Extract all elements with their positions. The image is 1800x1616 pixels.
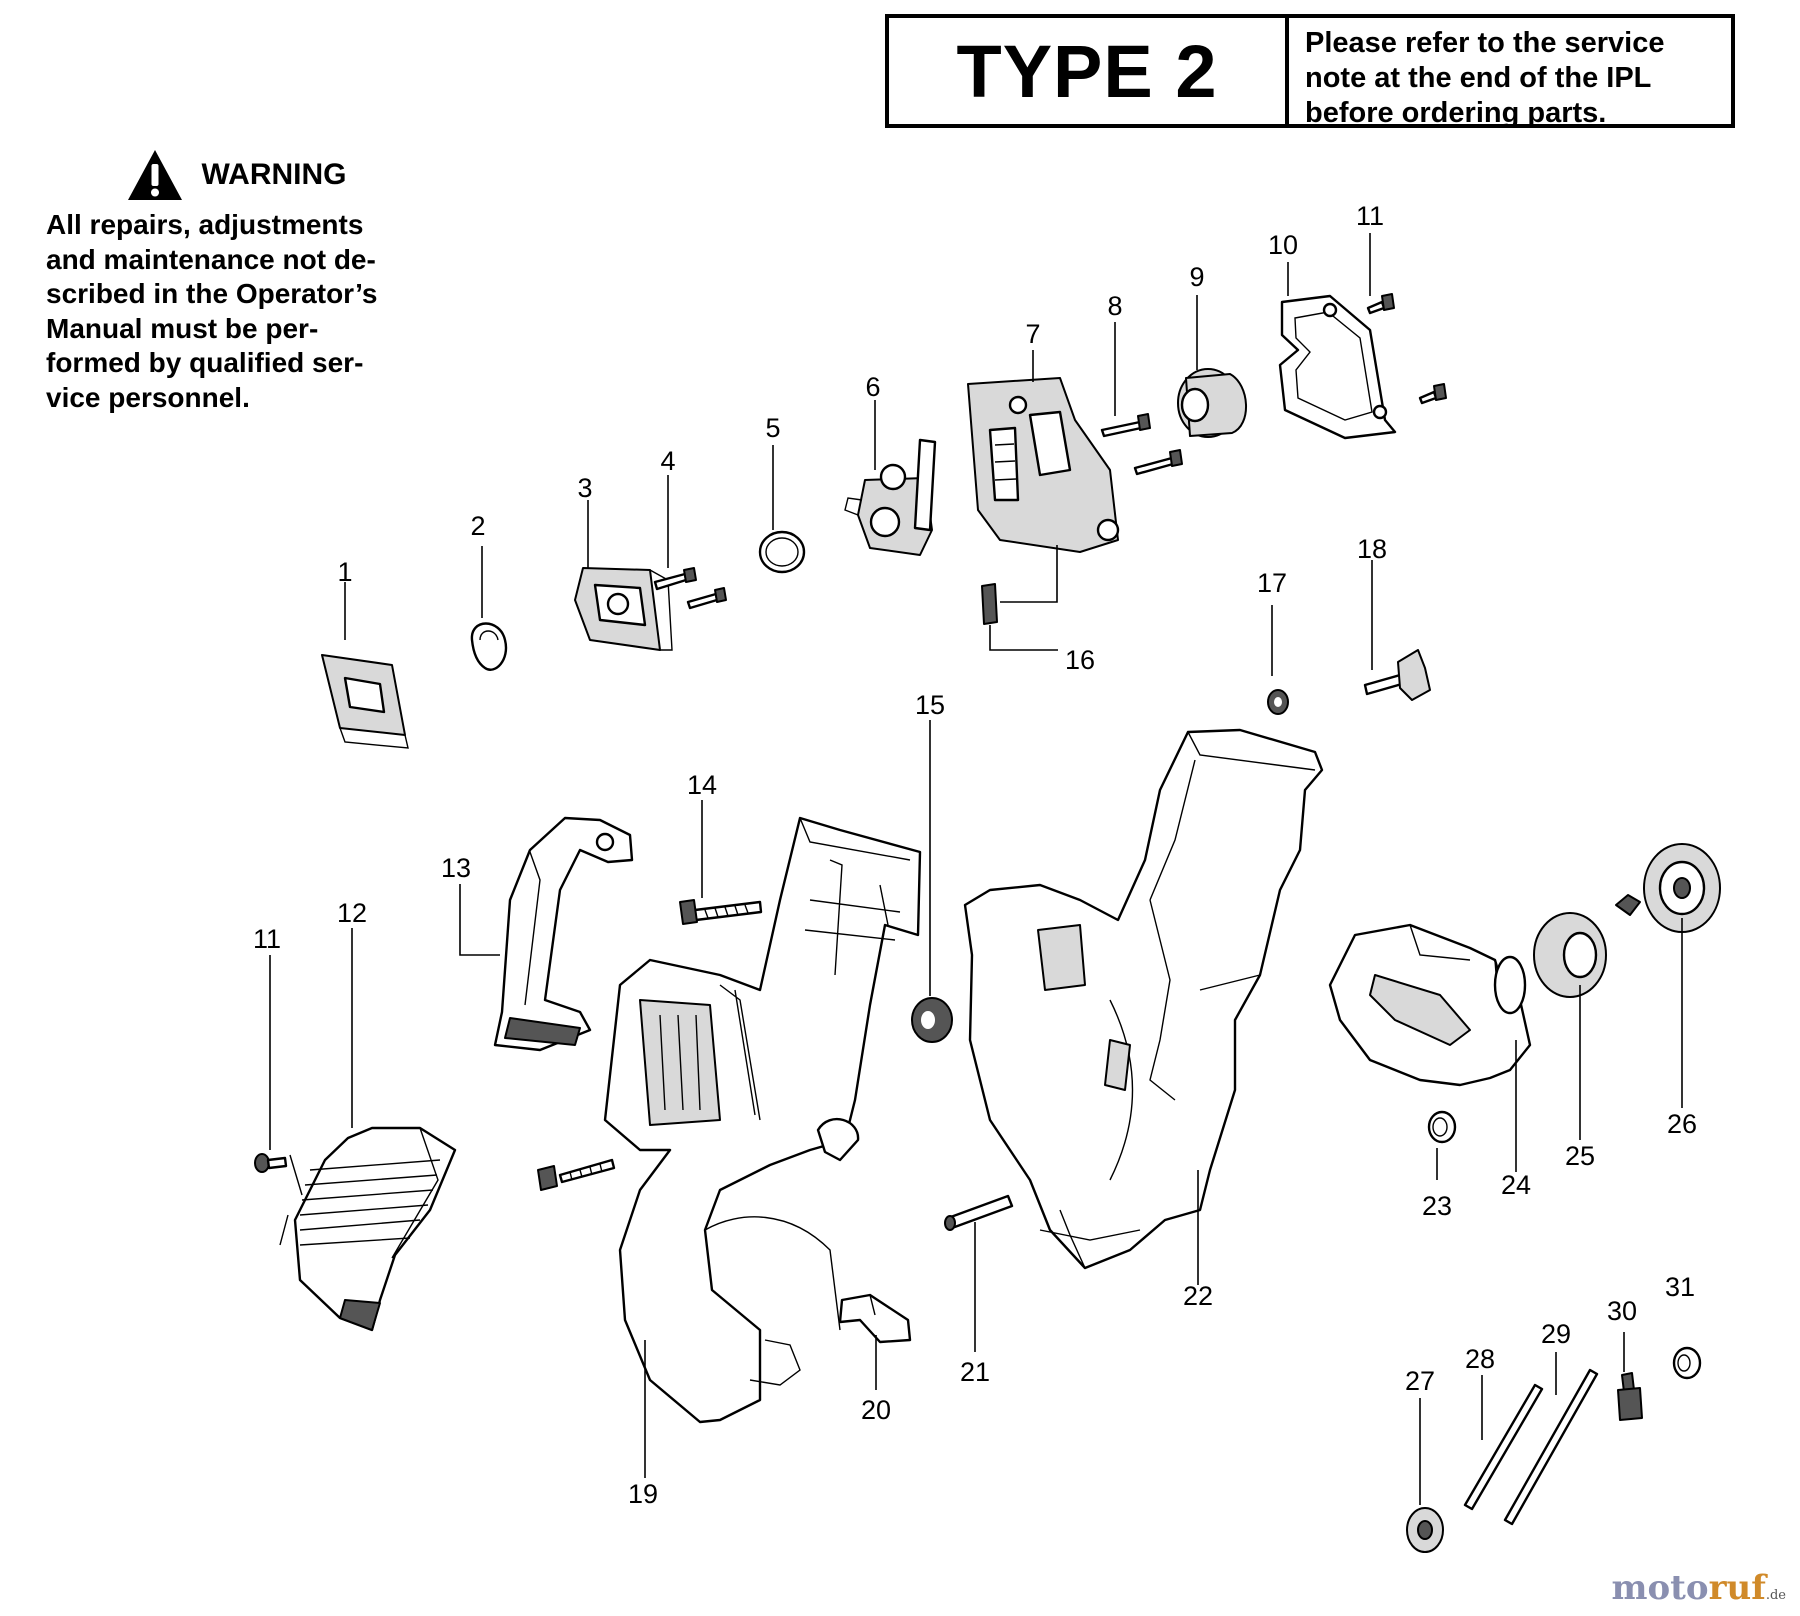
warning-line: All repairs, adjustments: [46, 209, 364, 240]
part-8-screws: [1100, 413, 1183, 476]
callout-12: 12: [337, 898, 367, 928]
part-30-fuel-filter: [1617, 1372, 1643, 1421]
service-note-line: Please refer to the service: [1305, 27, 1665, 59]
callout-5: 5: [765, 413, 780, 443]
part-23-plug: [1427, 1110, 1457, 1144]
warning-line: Manual must be per-: [46, 312, 319, 344]
callout-7: 7: [1025, 319, 1040, 349]
callout-30: 30: [1607, 1296, 1637, 1326]
callout-17: 17: [1257, 568, 1287, 598]
leader-line: [989, 545, 1058, 651]
service-note: Please refer to the service note at the …: [1289, 18, 1731, 129]
part-20-clip: [838, 1293, 912, 1344]
callout-13: 13: [441, 853, 471, 883]
callout-11: 11: [253, 924, 281, 954]
callout-14: 14: [687, 770, 717, 800]
watermark-text: moto: [1611, 1568, 1709, 1608]
part-1-gasket: [321, 654, 409, 749]
type-title: TYPE 2: [889, 18, 1289, 124]
callout-15: 15: [915, 690, 945, 720]
part-14-screw: [679, 899, 763, 925]
callout-4: 4: [660, 446, 675, 476]
warning-line: and maintenance not de-: [46, 243, 376, 275]
part-10-filter-cover: [1278, 294, 1397, 440]
part-3-adapter: [574, 567, 673, 651]
watermark-accent: ruf: [1708, 1568, 1766, 1608]
callout-26: 26: [1667, 1109, 1697, 1139]
callout-10: 10: [1268, 230, 1298, 260]
callout-19: 19: [628, 1479, 658, 1509]
warning-title: WARNING: [201, 158, 347, 191]
part-27-grommet: [1406, 1507, 1444, 1553]
part-12-grille: [293, 1126, 457, 1332]
part-24-shroud: [1328, 923, 1532, 1087]
part-26-impeller: [1615, 843, 1721, 933]
callout-21: 21: [960, 1357, 990, 1387]
part-6-carburetor: [844, 438, 937, 556]
part-17-nut: [1267, 689, 1289, 715]
callout-29: 29: [1541, 1319, 1571, 1349]
callout-8: 8: [1107, 291, 1122, 321]
warning-triangle-icon: [127, 150, 182, 200]
watermark-tld: .de: [1765, 1588, 1786, 1603]
callout-31: 31: [1665, 1272, 1695, 1302]
callout-22: 22: [1183, 1281, 1213, 1311]
part-19-screw: [537, 1158, 616, 1191]
callout-6: 6: [865, 372, 880, 402]
part-28-fuel-line: [1463, 1383, 1544, 1511]
callout-18: 18: [1357, 534, 1387, 564]
watermark-logo: motoruf.de: [1612, 1568, 1786, 1608]
warning-text: All repairs, adjustments and maintenance…: [46, 208, 426, 415]
part-21-pin: [944, 1194, 1014, 1231]
part-11-cover-screws: [1366, 293, 1447, 405]
callout-23: 23: [1422, 1191, 1452, 1221]
callout-20: 20: [861, 1395, 891, 1425]
callout-16: 16: [1065, 645, 1095, 675]
part-22-housing-right: [963, 728, 1324, 1270]
type-box: TYPE 2 Please refer to the service note …: [885, 14, 1735, 129]
callout-1: 1: [337, 557, 352, 587]
part-25-seal-ring: [1533, 912, 1607, 998]
warning-line: scribed in the Operator’s: [46, 278, 378, 309]
part-11-grille-screw: [254, 1153, 303, 1246]
warning-line: vice personnel.: [46, 381, 250, 413]
callout-25: 25: [1565, 1141, 1595, 1171]
leader-line: [459, 884, 500, 956]
part-31-cap: [1672, 1346, 1702, 1380]
part-13-handle: [493, 816, 634, 1052]
callout-24: 24: [1501, 1170, 1531, 1200]
part-29-fuel-line: [1503, 1368, 1599, 1526]
part-7-filter-base: [967, 377, 1120, 553]
part-4-screws: [653, 567, 727, 610]
callout-28: 28: [1465, 1344, 1495, 1374]
part-19-housing-left: [603, 816, 922, 1424]
part-18-knob: [1363, 649, 1431, 701]
callout-27: 27: [1405, 1366, 1435, 1396]
part-9-filter-element: [1177, 368, 1247, 438]
warning-line: formed by qualified ser-: [46, 347, 364, 378]
part-16-block: [981, 583, 998, 625]
warning-heading: WARNING: [46, 148, 426, 202]
callout-2: 2: [470, 511, 485, 541]
callout-9: 9: [1189, 262, 1204, 292]
service-note-line: note at the end of the IPL: [1305, 62, 1652, 94]
callout-3: 3: [577, 473, 592, 503]
part-15-gear-nut: [911, 997, 953, 1043]
warning-block: WARNING All repairs, adjustments and mai…: [46, 148, 426, 415]
callout-11: 11: [1356, 201, 1384, 231]
part-2-plug: [470, 622, 508, 671]
service-note-line: before ordering parts.: [1305, 97, 1607, 129]
part-5-o-ring: [758, 530, 806, 574]
